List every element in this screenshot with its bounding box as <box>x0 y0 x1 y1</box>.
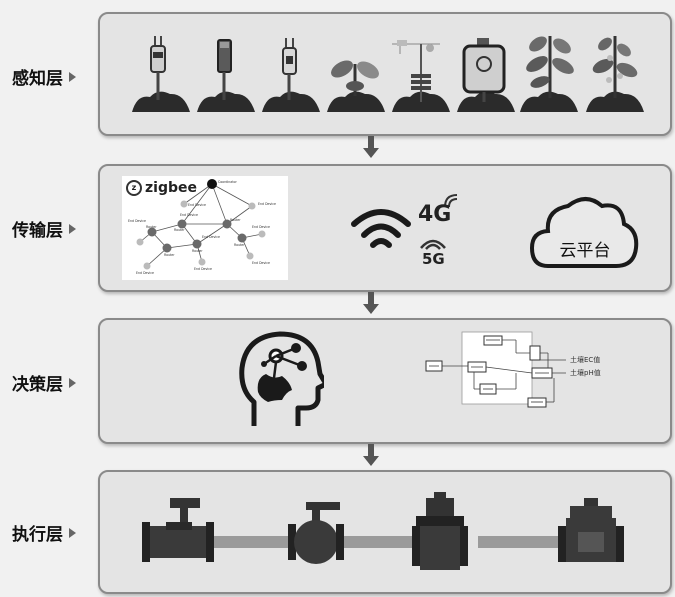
label-arrow-icon <box>69 71 76 82</box>
soil-probe-sensor-icon <box>150 36 166 100</box>
sensor-row <box>132 36 644 112</box>
node-label: Router <box>146 225 157 229</box>
node-label: End Device <box>128 219 146 223</box>
zigbee-logo-text: zigbee <box>145 180 197 196</box>
pipe-segment <box>340 536 415 548</box>
perception-panel <box>98 12 672 136</box>
node-label: Coordinator <box>218 180 237 184</box>
output-label-ph: 土壤pH值 <box>570 369 601 377</box>
node-label: End Device <box>258 202 276 206</box>
soil-mound-icon <box>197 91 255 112</box>
ai-brain-head-icon <box>239 331 324 426</box>
solenoid-valve-icon <box>412 492 468 570</box>
soil-mound-icon <box>132 91 190 112</box>
layer-label-decision: 决策层 <box>12 370 97 395</box>
soil-mound-icon <box>586 91 644 112</box>
node-label: Router <box>234 243 245 247</box>
layer-label-text: 执行层 <box>12 525 63 545</box>
node-label: End Device <box>180 213 198 217</box>
node-label: Router <box>230 218 241 222</box>
seedling-icon <box>331 60 379 96</box>
layer-label-text: 传输层 <box>12 221 63 241</box>
zigbee-logo: z zigbee <box>126 180 197 196</box>
layer-label-text: 感知层 <box>12 69 63 89</box>
label-arrow-icon <box>69 377 76 388</box>
signal-5g-icon <box>420 239 446 250</box>
layer-label-execution: 执行层 <box>12 520 97 545</box>
moisture-sensor-icon <box>217 39 232 100</box>
layer-label-text: 决策层 <box>12 375 63 395</box>
mesh-network-graph: Coordinator End Device End Device End De… <box>128 179 276 275</box>
node-label: End Device <box>252 225 270 229</box>
weather-station-icon <box>392 40 440 102</box>
fruiting-plant-icon <box>592 36 638 98</box>
label-arrow-icon <box>69 223 76 234</box>
ball-valve-icon <box>288 502 344 564</box>
cloud-platform-label: 云平台 <box>559 241 611 261</box>
soil-mound-icon <box>262 91 320 112</box>
cloud-platform-icon <box>529 197 639 268</box>
environment-sensor-box-icon <box>462 38 506 102</box>
zigbee-network-diagram: z zigbee Coordinat <box>122 176 288 280</box>
node-label: Router <box>174 228 185 232</box>
soil-mound-icon <box>520 91 578 112</box>
transmission-panel: z zigbee Coordinat <box>98 164 672 292</box>
output-label-ec: 土壤EC值 <box>570 356 601 364</box>
block <box>483 335 503 346</box>
butterfly-valve-icon <box>558 498 624 562</box>
flow-down-arrow-icon <box>363 444 379 466</box>
decision-panel: 土壤EC值 土壤pH值 <box>98 318 672 444</box>
node-label: End Device <box>188 203 206 207</box>
node-label: End Device <box>136 271 154 275</box>
pipe-segment <box>478 536 560 548</box>
layer-label-perception: 感知层 <box>12 64 97 89</box>
block <box>527 397 547 408</box>
valve-pipeline <box>142 492 624 570</box>
label-4g: 4G <box>418 202 452 227</box>
wifi-icon <box>351 209 411 248</box>
execution-panel <box>98 470 672 594</box>
label-5g: 5G <box>422 250 445 268</box>
signal-4g-icon <box>444 194 458 208</box>
zigbee-logo-icon: z <box>126 180 142 196</box>
soil-mound-icon <box>327 91 385 112</box>
pipe-segment <box>212 536 292 548</box>
node-label: Router <box>192 249 203 253</box>
block <box>529 345 541 361</box>
node-label: End Device <box>194 267 212 271</box>
plant-icon <box>526 36 574 98</box>
label-arrow-icon <box>69 527 76 538</box>
control-block-diagram <box>425 331 566 408</box>
node-label: Router <box>164 253 175 257</box>
gate-valve-icon <box>142 498 214 562</box>
node-label: End Device <box>252 261 270 265</box>
node-label: End Device <box>202 235 220 239</box>
layer-label-transmission: 传输层 <box>12 216 97 241</box>
ec-sensor-icon <box>282 38 297 100</box>
flow-down-arrow-icon <box>363 136 379 158</box>
flow-down-arrow-icon <box>363 292 379 314</box>
soil-mound-icon <box>457 91 515 112</box>
